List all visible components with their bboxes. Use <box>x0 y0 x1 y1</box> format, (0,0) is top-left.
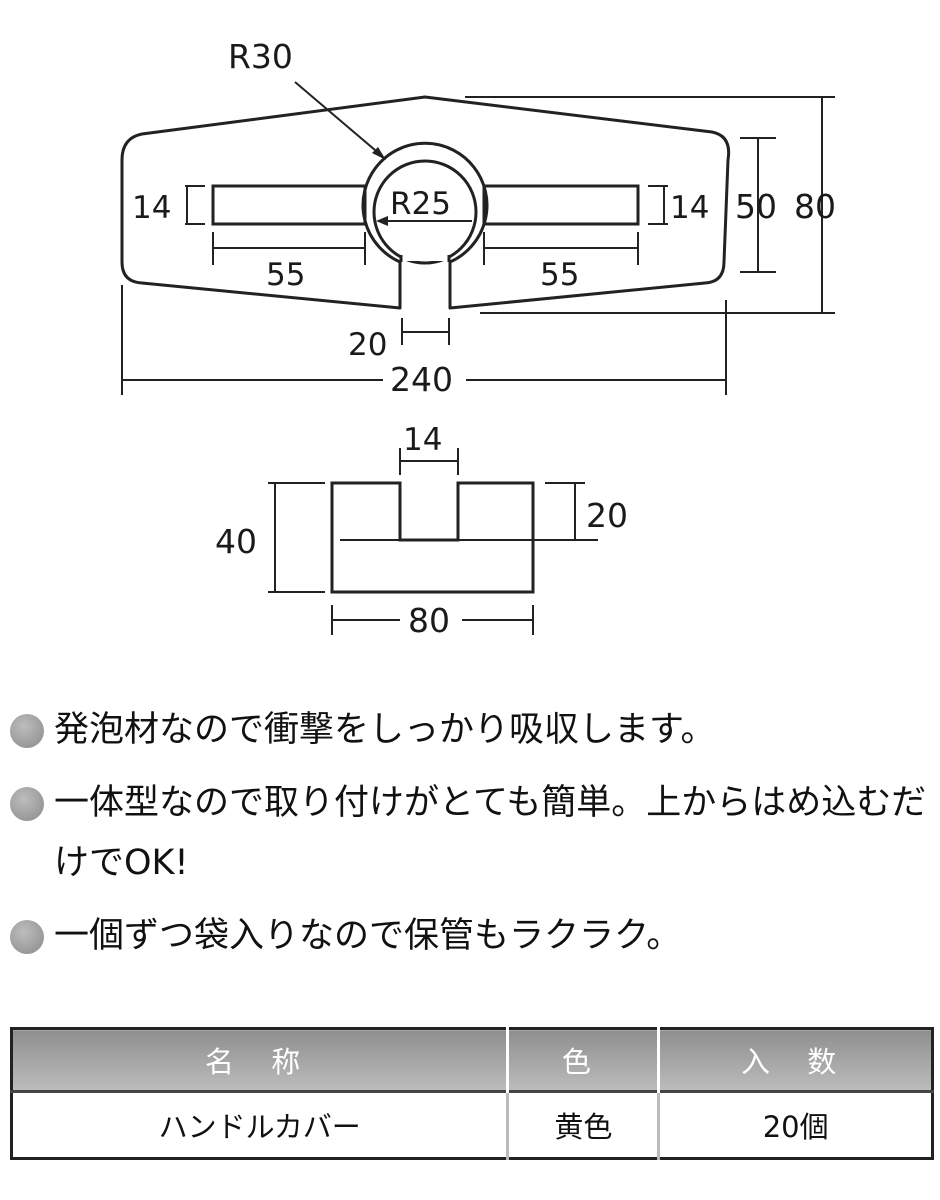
bullet-circle-icon <box>10 787 44 821</box>
height-80-label: 80 <box>794 187 836 226</box>
cell-color: 黄色 <box>507 1091 661 1159</box>
overall-width-240-label: 240 <box>390 360 453 399</box>
feature-text: 発泡材なので衝撃をしっかり吸収します。 <box>54 710 716 750</box>
table-row: ハンドルカバー 黄色 20個 <box>11 1091 933 1159</box>
r30-leader <box>294 81 383 157</box>
height-14-right-label: 14 <box>670 190 709 226</box>
header-quantity: 入 数 <box>658 1028 933 1092</box>
cell-product-name: ハンドルカバー <box>11 1091 510 1159</box>
cell-quantity: 20個 <box>658 1091 933 1159</box>
feature-item: 発泡材なので衝撃をしっかり吸収します。 <box>10 700 935 760</box>
side-height-40-label: 40 <box>215 522 257 561</box>
dimension-drawing: R30 R25 14 14 55 55 20 24 <box>120 37 836 640</box>
side-view-outline <box>330 481 535 594</box>
slot-20-label: 20 <box>348 327 387 363</box>
height-50-label: 50 <box>735 187 777 226</box>
height-14-left-label: 14 <box>132 190 171 226</box>
r30-label: R30 <box>228 37 293 76</box>
header-name: 名 称 <box>11 1028 510 1092</box>
spec-table: 名 称 色 入 数 ハンドルカバー 黄色 20個 <box>10 1027 934 1160</box>
r25-label: R25 <box>390 186 451 222</box>
top-view-outline <box>120 95 731 310</box>
width-55-left-label: 55 <box>266 257 305 293</box>
top-view: R30 R25 14 14 55 55 20 24 <box>120 37 836 399</box>
feature-item: 一個ずつ袋入りなので保管もラクラク。 <box>10 906 935 966</box>
feature-text: 一体型なので取り付けがとても簡単。上からはめ込むだけでOK! <box>54 783 927 883</box>
feature-text: 一個ずつ袋入りなので保管もラクラク。 <box>54 916 682 956</box>
side-depth-20-label: 20 <box>586 496 628 535</box>
feature-item: 一体型なので取り付けがとても簡単。上からはめ込むだけでOK! <box>10 773 935 893</box>
left-slot <box>211 184 367 226</box>
width-55-right-label: 55 <box>540 257 579 293</box>
bullet-circle-icon <box>10 714 44 748</box>
side-slot-14-label: 14 <box>403 422 442 458</box>
side-view: 14 40 20 80 <box>215 422 628 640</box>
bullet-circle-icon <box>10 920 44 954</box>
header-color: 色 <box>507 1028 661 1092</box>
spec-header-row: 名 称 色 入 数 <box>11 1028 933 1092</box>
feature-list: 発泡材なので衝撃をしっかり吸収します。 一体型なので取り付けがとても簡単。上から… <box>10 700 935 979</box>
right-slot <box>482 184 640 226</box>
side-width-80-label: 80 <box>408 601 450 640</box>
inner-bore <box>372 159 478 265</box>
